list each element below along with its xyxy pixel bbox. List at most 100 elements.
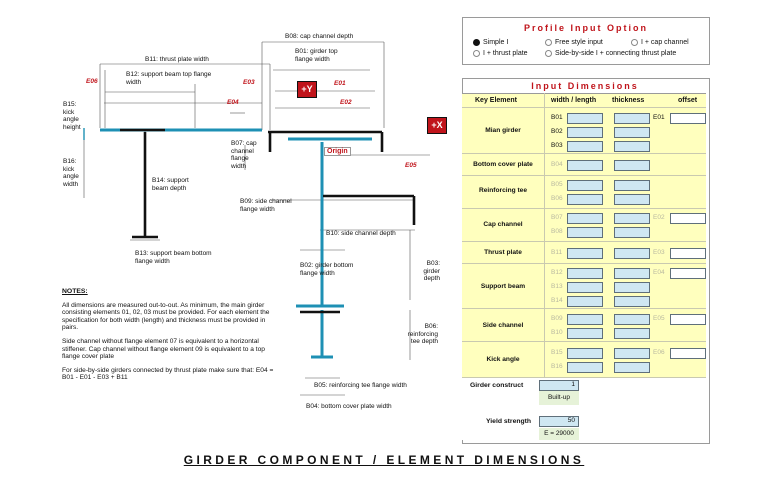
girder-construct-note: Built-up — [539, 391, 579, 405]
input-dimensions-title: Input Dimensions — [531, 81, 639, 91]
diagram-lines — [83, 41, 430, 396]
input-b07-thickness[interactable] — [614, 213, 650, 224]
label-b02: B02: girder bottom flange width — [300, 262, 354, 277]
label-b15: B15: kick angle height — [63, 101, 81, 131]
input-b11-thickness[interactable] — [614, 248, 650, 259]
input-b05-thickness[interactable] — [614, 180, 650, 191]
input-b06-thickness[interactable] — [614, 194, 650, 205]
input-b10-width[interactable] — [567, 328, 603, 339]
girder-construct-input[interactable]: 1 — [539, 380, 579, 391]
row-label-cap-channel: Cap channel — [483, 221, 523, 228]
yield-strength-input[interactable]: 50 — [539, 416, 579, 427]
code-b11: B11 — [551, 249, 563, 256]
radio-label: I + cap channel — [641, 39, 689, 46]
row-label-kick-angle: Kick angle — [486, 356, 520, 363]
radio-icon — [545, 39, 552, 46]
code-b04: B04 — [551, 161, 563, 168]
input-b11-width[interactable] — [567, 248, 603, 259]
input-b13-width[interactable] — [567, 282, 603, 293]
radio-label: Simple I — [483, 39, 509, 46]
input-b14-width[interactable] — [567, 296, 603, 307]
input-b15-thickness[interactable] — [614, 348, 650, 359]
label-b04: B04: bottom cover plate width — [306, 403, 392, 410]
label-b01: B01: girder top flange width — [295, 48, 338, 63]
input-b02-thickness[interactable] — [614, 127, 650, 138]
label-b14: B14: support beam depth — [152, 177, 189, 192]
code-b08: B08 — [551, 228, 563, 235]
input-e03-offset[interactable] — [670, 248, 706, 259]
input-b04-width[interactable] — [567, 160, 603, 171]
label-e03: E03 — [243, 79, 255, 86]
code-b03: B03 — [551, 142, 563, 149]
label-b10: B10: side channel depth — [326, 230, 396, 237]
input-b10-thickness[interactable] — [614, 328, 650, 339]
input-b03-width[interactable] — [567, 141, 603, 152]
input-b03-thickness[interactable] — [614, 141, 650, 152]
label-e01: E01 — [334, 80, 346, 87]
input-b01-width[interactable] — [567, 113, 603, 124]
input-b04-thickness[interactable] — [614, 160, 650, 171]
input-e04-offset[interactable] — [670, 268, 706, 279]
input-b16-thickness[interactable] — [614, 362, 650, 373]
label-b16: B16: kick angle width — [63, 158, 79, 188]
input-b15-width[interactable] — [567, 348, 603, 359]
origin-label: Origin — [324, 147, 351, 156]
code-b16: B16 — [551, 363, 563, 370]
input-b02-width[interactable] — [567, 127, 603, 138]
input-e05-offset[interactable] — [670, 314, 706, 325]
radio-icon — [545, 50, 552, 57]
input-b09-thickness[interactable] — [614, 314, 650, 325]
input-e02-offset[interactable] — [670, 213, 706, 224]
input-b01-thickness[interactable] — [614, 113, 650, 124]
y-axis-badge: +Y — [297, 81, 317, 98]
radio-simple-i[interactable]: Simple I — [473, 39, 508, 46]
input-b09-width[interactable] — [567, 314, 603, 325]
x-axis-badge: +X — [427, 117, 447, 134]
radio-label: I + thrust plate — [483, 50, 528, 57]
radio-free-style[interactable]: Free style input — [545, 39, 603, 46]
input-b14-thickness[interactable] — [614, 296, 650, 307]
input-b12-width[interactable] — [567, 268, 603, 279]
profile-option-title: Profile Input Option — [524, 23, 648, 33]
label-b11: B11: thrust plate width — [145, 56, 209, 63]
notes: NOTES: All dimensions are measured out-t… — [62, 288, 282, 388]
label-e04: E04 — [227, 99, 239, 106]
row-label-thrust-plate: Thrust plate — [484, 249, 522, 256]
radio-icon — [631, 39, 638, 46]
input-b12-thickness[interactable] — [614, 268, 650, 279]
header-width: width / length — [551, 97, 597, 104]
input-b08-thickness[interactable] — [614, 227, 650, 238]
code-b07: B07 — [551, 214, 563, 221]
row-label-support-beam: Support beam — [480, 283, 526, 290]
input-e06-offset[interactable] — [670, 348, 706, 359]
code-b01: B01 — [551, 114, 563, 121]
radio-i-thrust-plate[interactable]: I + thrust plate — [473, 50, 528, 57]
radio-side-by-side[interactable]: Side-by-side I + connecting thrust plate — [545, 50, 676, 57]
radio-i-cap-channel[interactable]: I + cap channel — [631, 39, 689, 46]
header-offset: offset — [678, 97, 698, 104]
code-b12: B12 — [551, 269, 563, 276]
input-b07-width[interactable] — [567, 213, 603, 224]
radio-label: Free style input — [555, 39, 603, 46]
construct-background — [462, 378, 706, 440]
code-e05: E05 — [653, 315, 665, 322]
row-label-main-girder: Mian girder — [485, 127, 521, 134]
code-b06: B06 — [551, 195, 563, 202]
label-b08: B08: cap channel depth — [285, 33, 354, 40]
code-b13: B13 — [551, 283, 563, 290]
label-e02: E02 — [340, 99, 352, 106]
note-1: All dimensions are measured out-to-out. … — [62, 301, 270, 332]
code-e06: E06 — [653, 349, 665, 356]
input-b08-width[interactable] — [567, 227, 603, 238]
code-b15: B15 — [551, 349, 563, 356]
label-b09: B09: side channel flange width — [240, 198, 292, 213]
radio-label: Side-by-side I + connecting thrust plate — [555, 50, 677, 57]
input-b05-width[interactable] — [567, 180, 603, 191]
page-title: GIRDER COMPONENT / ELEMENT DIMENSIONS — [183, 453, 585, 467]
input-e01-offset[interactable] — [670, 113, 706, 124]
label-b05: B05: reinforcing tee flange width — [314, 382, 407, 389]
yield-strength-value: 50 — [567, 417, 575, 424]
input-b13-thickness[interactable] — [614, 282, 650, 293]
input-b06-width[interactable] — [567, 194, 603, 205]
input-b16-width[interactable] — [567, 362, 603, 373]
